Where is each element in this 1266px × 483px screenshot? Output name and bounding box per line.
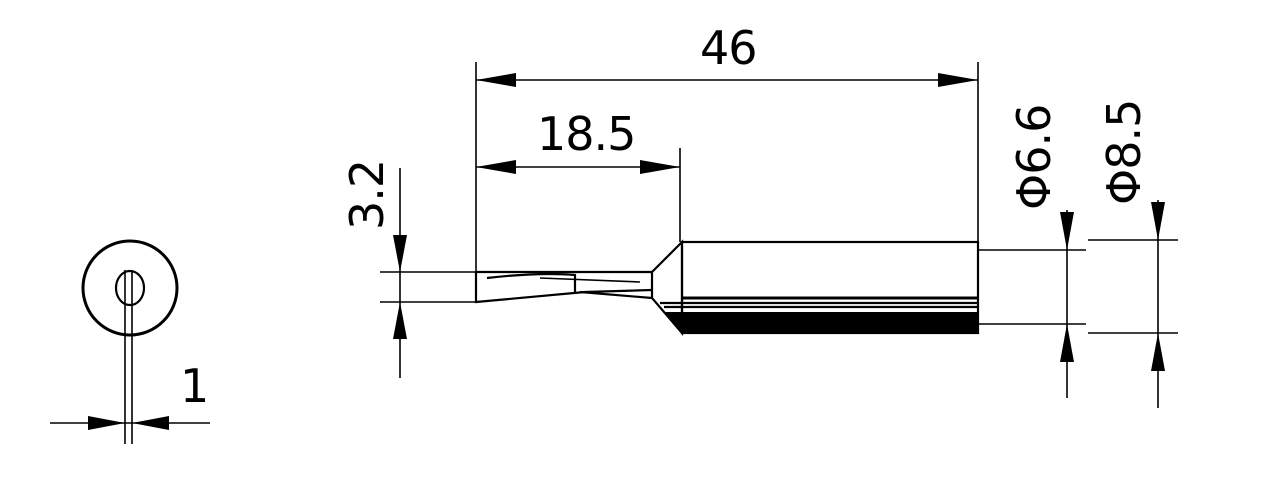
tip-curve	[486, 272, 577, 292]
dim-tip-length: 18.5	[476, 107, 681, 242]
arrow-18-5-left	[476, 160, 516, 174]
tip-width-label: 3.2	[340, 160, 394, 230]
side-view	[474, 239, 980, 336]
arrow-46-left	[476, 73, 516, 87]
arrow-8-5-bottom	[1151, 333, 1165, 371]
tip-inner-line	[539, 277, 641, 283]
dim-shank-diameter: Φ6.6	[978, 105, 1086, 398]
tip-length-label: 18.5	[537, 107, 635, 161]
arrow-6-6-bottom	[1060, 324, 1074, 362]
end-view-outer-circle	[81, 239, 179, 337]
dim-body-diameter: Φ8.5	[1088, 100, 1178, 408]
tip-thickness-label: 1	[180, 359, 208, 413]
tip-thickness-arrow-right	[132, 416, 169, 430]
end-view-tip-outline	[114, 269, 146, 307]
arrow-46-right	[938, 73, 978, 87]
end-view: 1	[50, 239, 210, 444]
total-length-label: 46	[700, 21, 757, 75]
shank-diameter-label: Φ6.6	[1007, 105, 1061, 210]
tip-bottom-edge	[579, 290, 653, 300]
arrow-6-6-top	[1060, 212, 1074, 250]
body-diameter-label: Φ8.5	[1097, 100, 1151, 205]
shank-shading	[665, 312, 978, 333]
arrow-18-5-right	[640, 160, 680, 174]
tip-thickness-arrow-left	[88, 416, 125, 430]
tip-blade-outline	[474, 272, 653, 304]
dim-total-length: 46	[475, 21, 979, 272]
arrow-8-5-top	[1151, 202, 1165, 240]
arrow-3-2-top	[393, 235, 407, 272]
arrow-3-2-bottom	[393, 302, 407, 339]
dim-tip-width: 3.2	[340, 160, 476, 378]
